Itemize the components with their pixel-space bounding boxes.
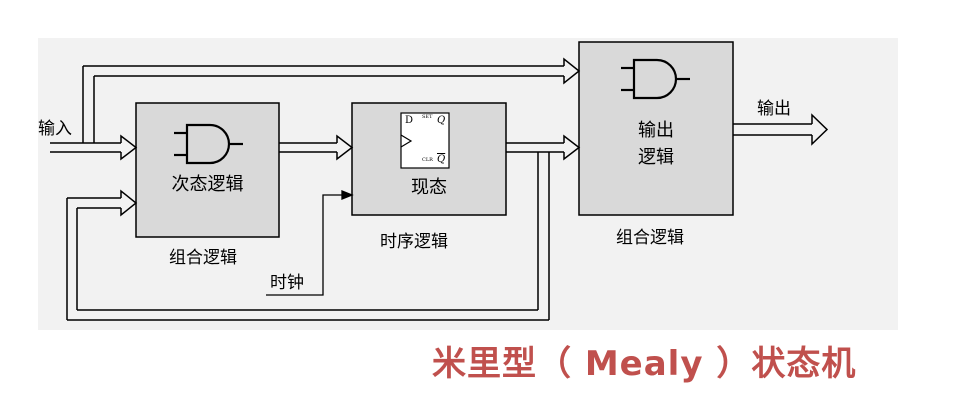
current-state-label: 现态 bbox=[411, 177, 447, 198]
state-to-output-arrow bbox=[506, 134, 581, 161]
clock-arrow bbox=[266, 190, 354, 296]
next-state-logic-label: 次态逻辑 bbox=[171, 174, 244, 195]
state-feedback-arrow bbox=[66, 152, 550, 321]
ff-clr-label: CLR bbox=[422, 157, 433, 163]
output-logic-block bbox=[578, 41, 734, 216]
output-arrow bbox=[733, 113, 829, 146]
next-state-to-sequential-arrow bbox=[279, 134, 354, 161]
next-state-logic-block bbox=[135, 102, 280, 238]
and-gate-icon bbox=[621, 58, 690, 100]
comb-logic-right-label: 组合逻辑 bbox=[616, 228, 684, 248]
clock-label: 时钟 bbox=[270, 273, 304, 293]
input-branch-arrow bbox=[82, 57, 581, 143]
ff-qbar-label: Q bbox=[437, 154, 446, 165]
output-logic-line2: 逻辑 bbox=[638, 147, 674, 168]
ff-d-label: D bbox=[405, 115, 414, 126]
ff-q-label: Q bbox=[437, 115, 446, 126]
output-logic-line1: 输出 bbox=[638, 120, 674, 141]
output-label: 输出 bbox=[757, 99, 791, 119]
and-gate-icon bbox=[174, 123, 243, 165]
ff-set-label: SET bbox=[422, 114, 433, 120]
page-title: 米里型（ Mealy ）状态机 bbox=[432, 344, 857, 384]
sequential-logic-label: 时序逻辑 bbox=[380, 232, 448, 252]
input-label: 输入 bbox=[38, 119, 72, 139]
flip-flop-icon bbox=[400, 112, 450, 169]
comb-logic-left-label: 组合逻辑 bbox=[169, 248, 237, 268]
output-logic-label: 输出 逻辑 bbox=[579, 117, 733, 171]
input-arrow bbox=[50, 134, 138, 161]
